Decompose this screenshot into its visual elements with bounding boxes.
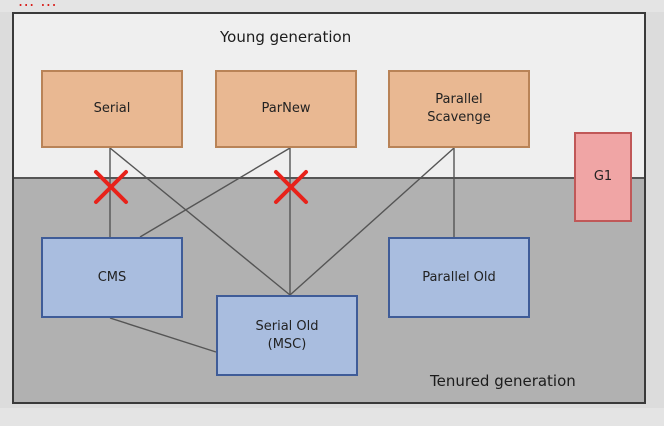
collector-serial-old-label: Serial Old (MSC)	[255, 318, 319, 352]
young-generation-label: Young generation	[220, 28, 352, 46]
collector-parallel-old-label: Parallel Old	[422, 269, 496, 285]
link-parallelscavenge-serialold	[289, 147, 455, 296]
top-caption-strip: ... ...	[0, 0, 664, 12]
collector-cms-label: CMS	[97, 269, 127, 285]
collector-serial: Serial	[41, 70, 183, 148]
collector-parnew-label: ParNew	[261, 101, 311, 116]
collector-parallel-scavenge: Parallel Scavenge	[388, 70, 530, 148]
top-caption-text: ... ...	[18, 0, 58, 10]
collector-g1: G1	[574, 132, 632, 222]
collector-parnew: ParNew	[215, 70, 357, 148]
collector-serial-label: Serial	[93, 101, 131, 116]
link-serial-serialold	[109, 147, 291, 296]
link-parnew-cms	[139, 147, 291, 238]
collector-parallel-old: Parallel Old	[388, 237, 530, 318]
cross-mark-parnew-serialold	[274, 170, 308, 204]
connector-lines	[94, 147, 455, 353]
collector-serial-old: Serial Old (MSC)	[216, 295, 358, 376]
bottom-strip	[0, 408, 664, 426]
gc-collector-diagram: Young generation Tenured generation	[12, 12, 646, 404]
tenured-generation-label: Tenured generation	[430, 372, 576, 390]
cross-mark-serial-cms	[94, 170, 128, 204]
collector-cms: CMS	[41, 237, 183, 318]
collector-g1-label: G1	[593, 169, 613, 184]
link-cms-serialold	[109, 317, 217, 353]
collector-parallel-scavenge-label: Parallel Scavenge	[427, 92, 491, 125]
